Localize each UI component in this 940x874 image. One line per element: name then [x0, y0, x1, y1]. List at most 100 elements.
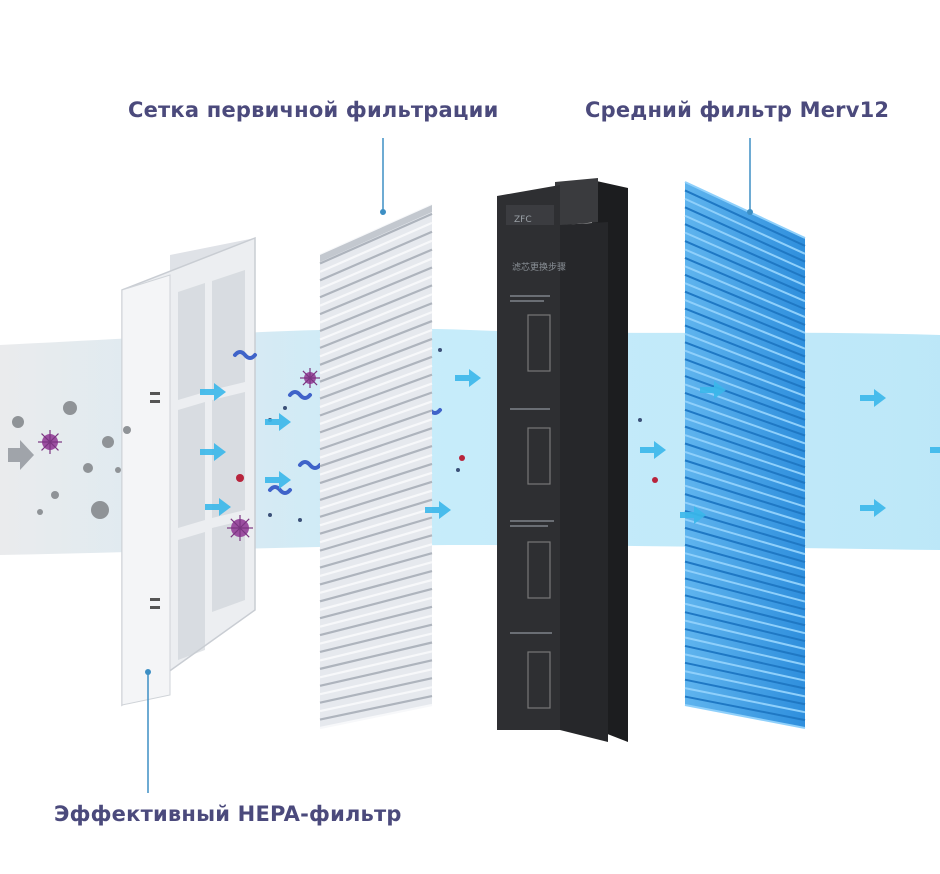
- airflow-arrow: [930, 447, 940, 453]
- blue-pleat: [684, 425, 806, 469]
- mesh-pleat: [319, 570, 433, 603]
- mesh-pleat: [319, 641, 433, 670]
- virus-spike: [309, 370, 318, 379]
- mesh-pleat: [319, 659, 433, 687]
- virus-spike: [239, 518, 250, 529]
- mesh-pleat: [319, 239, 433, 290]
- mesh-pleat: [319, 552, 433, 586]
- blue-pleat: [684, 484, 806, 524]
- blue-pleat: [684, 653, 806, 682]
- mesh-pleat: [319, 221, 433, 273]
- blue-pleat: [684, 594, 806, 627]
- blue-pleat: [684, 543, 806, 579]
- small-particle: [456, 468, 460, 472]
- mesh-top-edge: [320, 205, 432, 262]
- leader-lines: [145, 138, 753, 793]
- virus-spike: [49, 433, 59, 443]
- virus-spike: [41, 441, 51, 451]
- blue-pleat: [684, 560, 806, 595]
- mesh-pleat: [319, 364, 433, 409]
- mesh-pleat: [319, 373, 433, 417]
- mesh-pleat: [319, 302, 433, 349]
- mesh-pleat: [319, 543, 433, 578]
- blue-pleat: [684, 282, 806, 334]
- blue-pleat: [684, 442, 806, 484]
- dust-particle: [37, 509, 43, 515]
- airflow-arrow: [265, 471, 291, 489]
- dust-particle: [12, 416, 24, 428]
- blue-pleat: [684, 493, 806, 532]
- mesh-pleat: [319, 355, 433, 400]
- primary-mesh-filter: [319, 203, 433, 730]
- red-particle: [652, 477, 658, 483]
- airflow-arrow: [265, 413, 291, 431]
- blue-pleat: [684, 273, 806, 326]
- hepa-filter-frame: [121, 236, 256, 707]
- airflow-arrow: [425, 501, 451, 519]
- blue-pleat: [684, 400, 806, 445]
- mesh-pleat: [319, 346, 433, 392]
- airflow-arrow: [455, 369, 481, 387]
- mesh-pleat: [319, 668, 433, 696]
- virus-spike: [239, 527, 250, 538]
- mesh-pleat: [319, 462, 433, 501]
- bacteria-particle: [268, 485, 292, 495]
- mesh-pleat: [319, 418, 433, 459]
- blue-pleat: [684, 501, 806, 540]
- mesh-pleat: [319, 320, 433, 366]
- mesh-pleat: [319, 578, 433, 611]
- dust-particle: [83, 463, 93, 473]
- blue-pleat: [684, 552, 806, 587]
- blue-pleat: [684, 459, 806, 500]
- blue-pleat: [684, 577, 806, 611]
- mesh-pleat: [319, 284, 433, 333]
- red-particle: [236, 474, 244, 482]
- blue-pleat: [684, 417, 806, 461]
- mesh-pleat: [319, 248, 433, 299]
- bacteria-particle: [288, 390, 312, 400]
- blue-pleat: [684, 290, 806, 342]
- airflow-arrow: [680, 506, 706, 524]
- virus-spike: [302, 377, 311, 386]
- blue-pleat: [684, 695, 806, 722]
- panel-model-text: ZFC: [514, 215, 532, 225]
- blue-pleat: [684, 619, 806, 650]
- mesh-pleat: [319, 605, 433, 637]
- mesh-pleat: [319, 650, 433, 679]
- blue-pleat: [684, 535, 806, 571]
- blue-pleat: [684, 602, 806, 635]
- dust-particle: [102, 436, 114, 448]
- mesh-pleat: [319, 409, 433, 451]
- mesh-pleat: [319, 534, 433, 569]
- blue-pleat: [684, 585, 806, 619]
- dust-particle: [115, 467, 121, 473]
- blue-pleat: [684, 299, 806, 350]
- airflow-arrow: [200, 443, 226, 461]
- small-particle: [638, 418, 642, 422]
- blue-pleat: [684, 358, 806, 405]
- blue-pleat: [684, 316, 806, 366]
- small-particle: [283, 406, 287, 410]
- mesh-pleat: [319, 561, 433, 594]
- blue-pleat: [684, 240, 806, 295]
- mesh-pleat: [319, 587, 433, 620]
- blue-pleat: [684, 678, 806, 706]
- airflow-arrow: [640, 441, 666, 459]
- mesh-pleat: [319, 400, 433, 442]
- blue-pleat: [684, 214, 806, 271]
- dust-particle: [91, 501, 109, 519]
- mesh-pleat: [319, 614, 433, 645]
- blue-pleat: [684, 231, 806, 287]
- virus-spike: [302, 370, 311, 379]
- blue-pleat: [684, 526, 806, 563]
- mesh-pleat: [319, 328, 433, 375]
- mesh-pleat: [319, 471, 433, 510]
- primary-mesh-label: Сетка первичной фильтрации: [128, 98, 499, 122]
- blue-pleat: [684, 434, 806, 477]
- blue-pleat: [684, 391, 806, 437]
- virus-spike: [41, 433, 51, 443]
- airflow-arrow: [860, 499, 886, 517]
- mesh-pleat: [319, 427, 433, 468]
- mesh-pleat: [319, 266, 433, 316]
- small-particle: [268, 513, 272, 517]
